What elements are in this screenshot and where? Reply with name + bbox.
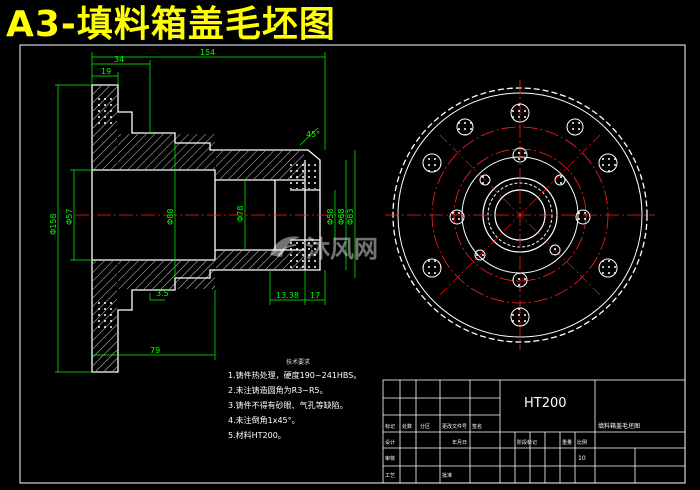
section-dimensions [55,52,356,373]
dim-bore-diameter: Φ88 [166,209,175,225]
notes-heading: 技术要求 [285,359,310,366]
watermark-text: 沐风网 [306,234,378,263]
label-process: 工艺 [385,473,395,479]
technical-notes: 技术要求 1.铸件热处理，硬度190~241HBS。 2.未注铸造圆角为R3~R… [228,357,368,443]
dim-chamfer: 45° [306,130,320,139]
dim-inner-diameter: Φ57 [65,209,74,225]
note-item: 5.材料HT200。 [228,431,286,440]
label-date: 年月日 [452,439,467,446]
label-change: 更改文件号 [442,423,467,430]
label-count: 处数 [402,423,412,430]
sheet-number: 10 [578,455,586,462]
dim-length-79: 79 [150,346,160,355]
note-item: 4.未注倒角1x45°。 [228,416,300,425]
dim-roughness: 3.5 [156,289,169,298]
dim-overall-length: 154 [200,48,215,57]
part-name-label: 填料箱盖毛坯图 [598,422,640,430]
label-sign: 签名 [472,423,482,430]
dim-length-13: 13.38 [276,291,299,300]
note-item: 1.铸件热处理，硬度190~241HBS。 [228,371,362,380]
dim-seal-a: Φ58 [326,209,335,225]
label-designer: 设计 [385,439,395,446]
watermark-logo-icon [270,236,300,258]
dim-seal-c: Φ83 [346,209,355,225]
label-mark: 标记 [385,423,395,430]
note-item: 2.未注铸造圆角为R3~R5。 [228,386,328,395]
dim-flange-thickness: 19 [101,67,111,76]
dim-length-17: 17 [310,291,320,300]
title-block [382,379,686,484]
dim-flange-width: 34 [114,55,124,64]
label-approve: 批准 [442,472,452,479]
dim-seal-b: Φ68 [337,209,346,225]
watermark: 沐风网 [268,228,438,264]
label-check: 审核 [385,455,395,462]
dim-flange-diameter: Φ158 [49,213,58,235]
bolt-holes [422,103,618,327]
drawing-title: A3-填料箱盖毛坯图 [6,4,336,45]
label-ratio: 比例 [577,439,587,446]
label-weight: 重量 [562,439,572,446]
label-stage: 阶段标记 [517,439,537,446]
note-item: 3.铸件不得有砂眼、气孔等缺陷。 [228,401,348,410]
section-hatch [93,86,318,371]
dim-shaft-inner: Φ78 [236,206,245,222]
label-zone: 分区 [420,423,430,430]
sheet-border [19,44,686,484]
material-label: HT200 [524,396,567,411]
